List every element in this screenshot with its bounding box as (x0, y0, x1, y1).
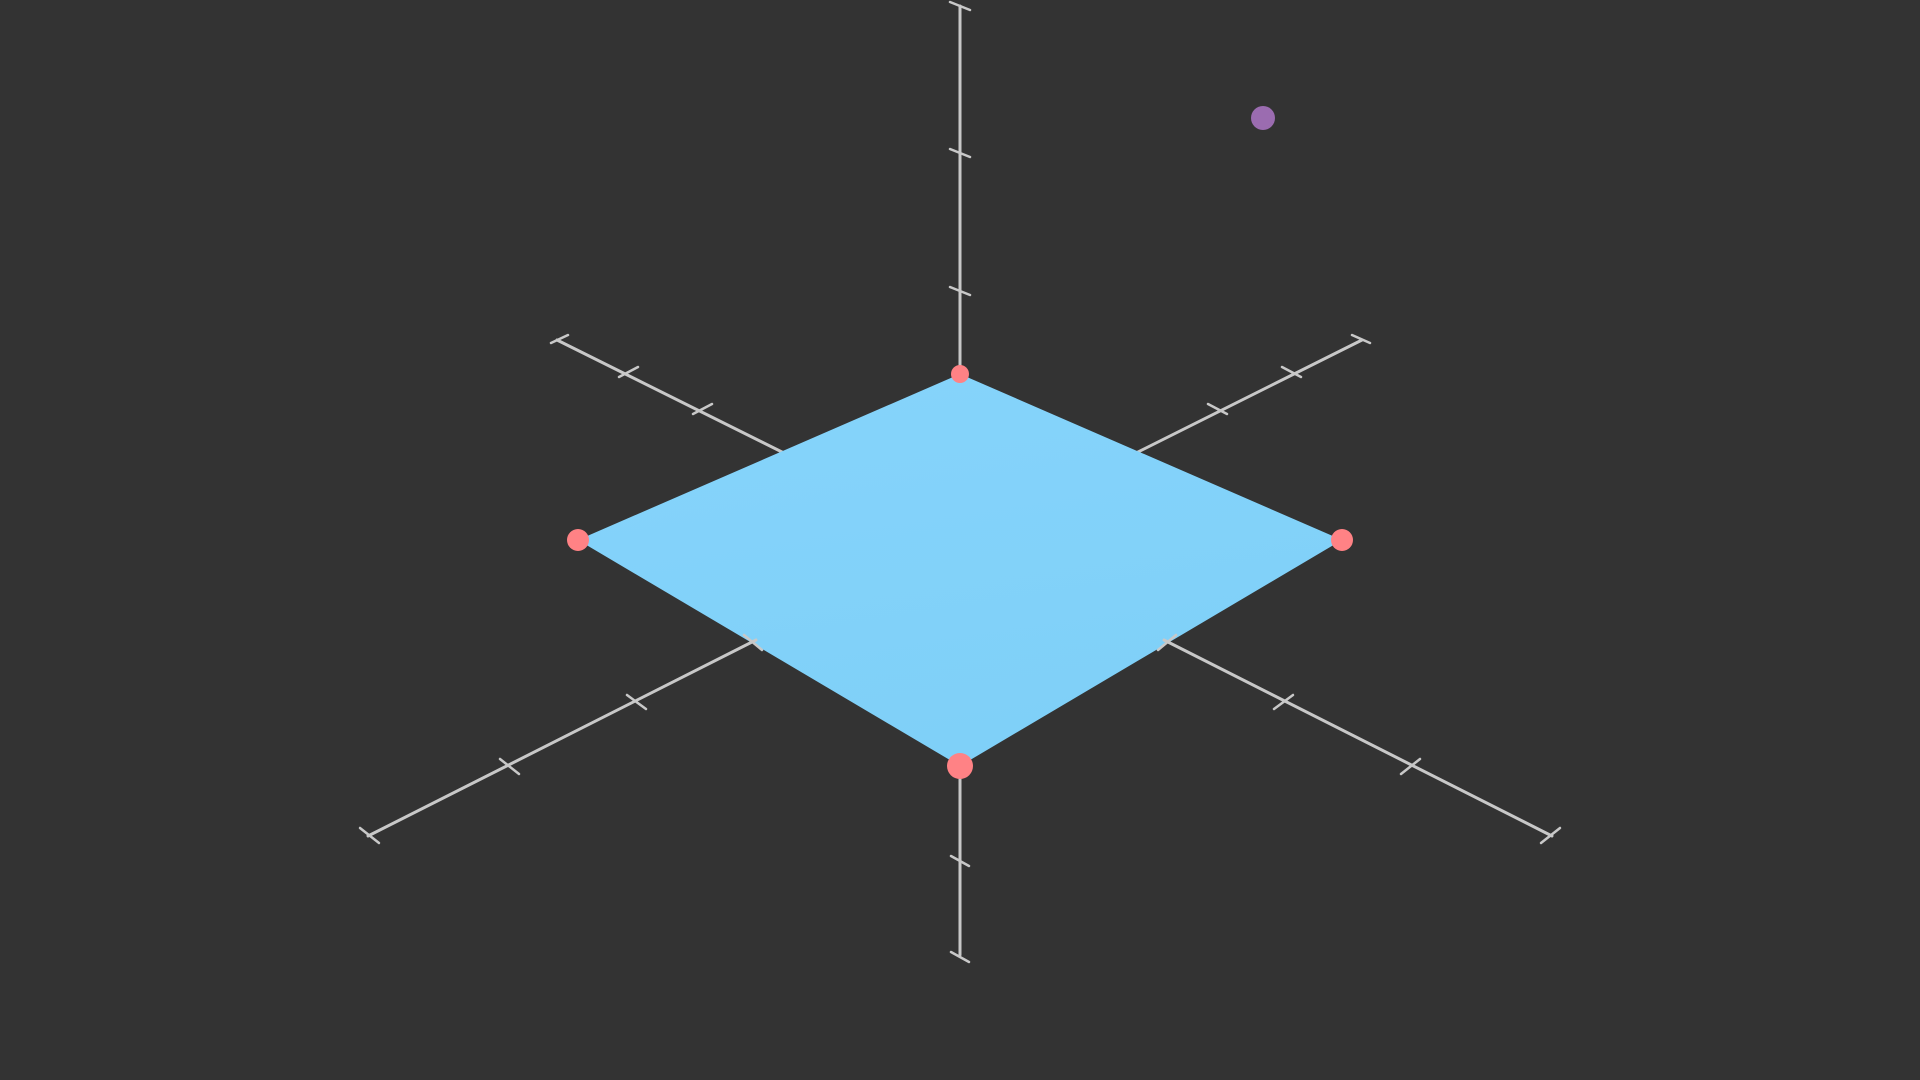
front-right-axis-end-tick (1539, 826, 1562, 845)
vertical-axis-tick (949, 854, 971, 868)
front-left-axis-tick (625, 693, 648, 711)
back-left-axis-tick (691, 402, 714, 416)
vertical-axis-end-tick-top (948, 0, 972, 12)
front-right-axis (1162, 638, 1554, 838)
horizontal-plane-surface[interactable] (578, 374, 1342, 766)
back-right-axis-tick (1206, 402, 1229, 416)
front-left-axis-tick (742, 633, 764, 652)
front-left-axis-tick (498, 757, 521, 776)
free-point[interactable] (1251, 106, 1275, 130)
back-right-axis-end-tick (1350, 333, 1372, 345)
plane-vertices (567, 365, 1353, 779)
back-left-axis-tick (617, 365, 640, 379)
front-right-axis-tick (1156, 633, 1178, 652)
axes-back (549, 0, 1372, 458)
back-right-axis (1128, 338, 1364, 458)
vertical-axis-end-tick-bottom (949, 950, 971, 964)
back-left-axis-end-tick (549, 333, 570, 345)
axes-front (358, 633, 1562, 964)
back-right-axis-tick (1280, 365, 1303, 379)
vertex-point-left[interactable] (567, 529, 589, 551)
front-right-axis-tick (1399, 757, 1422, 776)
back-left-axis (555, 338, 792, 458)
front-right-axis-tick (1272, 693, 1295, 711)
front-left-axis-end-tick (358, 826, 381, 845)
vertex-point-front[interactable] (947, 753, 973, 779)
vertical-axis-tick (948, 147, 972, 159)
vertical-axis-tick (948, 285, 972, 297)
front-left-axis (366, 638, 758, 838)
vertex-point-back[interactable] (951, 365, 969, 383)
vertex-point-right[interactable] (1331, 529, 1353, 551)
